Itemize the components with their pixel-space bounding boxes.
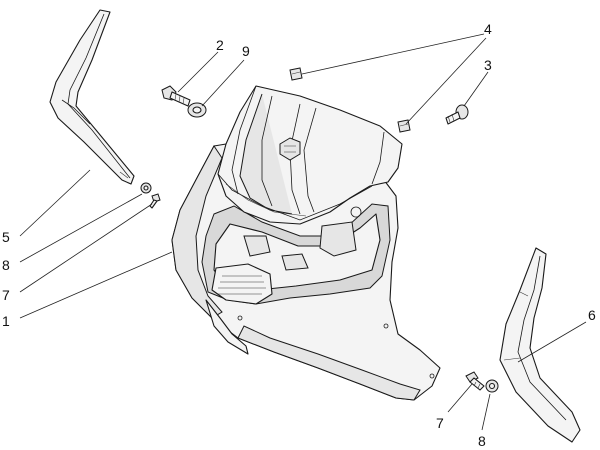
callout-7-right: 7 [436, 415, 444, 431]
callout-9: 9 [242, 43, 250, 59]
callout-5: 5 [2, 229, 10, 245]
part-9-washer [187, 102, 207, 118]
leader-7-right [447, 383, 473, 413]
callout-7-left: 7 [2, 287, 10, 303]
callout-8-right: 8 [478, 433, 486, 449]
part-3-screw [445, 104, 469, 125]
leader-1 [19, 251, 173, 319]
part-8-right-nut [485, 379, 499, 393]
leader-3 [463, 71, 489, 107]
leader-lines [19, 33, 587, 431]
leader-8-left [19, 193, 143, 263]
leader-5 [19, 169, 91, 237]
part-6-right-trim-strip [499, 247, 581, 443]
leader-4-a [301, 33, 485, 75]
callout-6: 6 [588, 307, 596, 323]
part-5-left-trim-strip [49, 9, 135, 185]
leader-7-left [19, 203, 153, 293]
callout-3: 3 [484, 57, 492, 73]
part-7-left-screw [149, 193, 161, 209]
part-4-clip-top [289, 67, 303, 81]
leader-2 [177, 51, 219, 93]
callout-4: 4 [484, 21, 492, 37]
leader-8-right [481, 393, 491, 431]
part-1-front-shield [171, 85, 441, 401]
leader-9 [201, 59, 245, 107]
leader-6 [517, 321, 587, 363]
leader-4-b [405, 37, 487, 125]
callout-labels: 2 9 4 3 5 8 7 1 6 7 8 [2, 21, 596, 449]
callout-8-left: 8 [2, 257, 10, 273]
part-8-left-nut [140, 182, 152, 194]
part-7-right-screw [465, 371, 485, 391]
callout-2: 2 [216, 37, 224, 53]
callout-1: 1 [2, 313, 10, 329]
part-2-screw [161, 85, 191, 107]
